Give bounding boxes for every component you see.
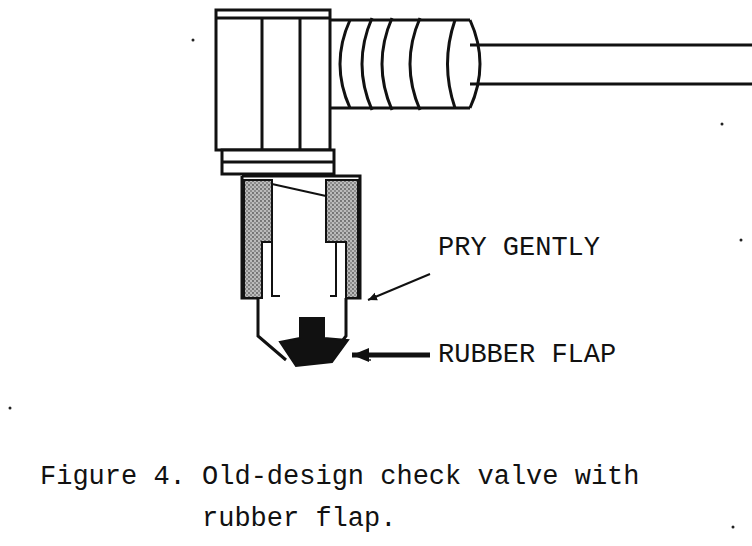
part-label: RUBBER FLAP xyxy=(438,339,616,371)
figure-caption: Figure 4. Old-design check valve with ru… xyxy=(40,456,682,540)
leader-arrow xyxy=(368,274,430,300)
part-label: PRY GENTLY xyxy=(438,232,600,264)
leader-arrow xyxy=(352,353,430,358)
